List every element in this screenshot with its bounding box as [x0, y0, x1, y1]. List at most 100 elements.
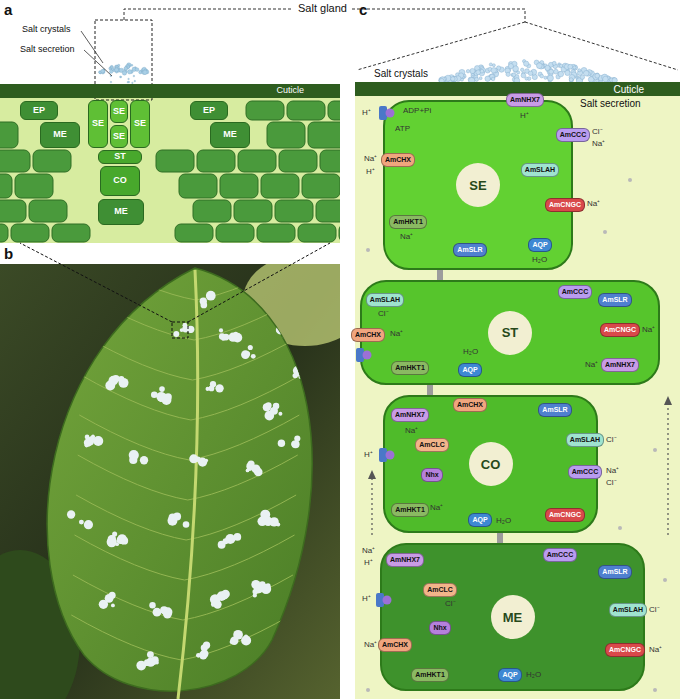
tissue-cell [316, 200, 340, 222]
salt-patch [146, 658, 155, 667]
salt-crystals-c [466, 69, 470, 73]
tissue-cell [267, 122, 305, 148]
zoom-marker [20, 243, 172, 322]
salt-patch [284, 326, 291, 333]
salt-patch [136, 661, 146, 671]
leaf-vein [196, 264, 306, 300]
leaf-vein [81, 375, 191, 420]
mesophyll-cell: MEAmNHX7AmCCCAmCLCAmSLRNhxAmSLAHAmCHXAmC… [380, 543, 645, 691]
salt-patch [298, 368, 302, 372]
salt-patch [278, 412, 282, 416]
salt-crystals-c [439, 60, 618, 84]
cell-label: CO [113, 176, 127, 186]
salt-crystals-c [474, 77, 478, 81]
salt-crystals-a [120, 76, 122, 78]
ion-dot [366, 688, 370, 692]
leaf-vein [76, 495, 186, 540]
salt-gland-pointer [124, 9, 292, 20]
transporter-name: AmNHX7 [510, 96, 540, 103]
salt-crystals-c [470, 68, 475, 73]
transporter-protein: AmSLR [598, 293, 631, 307]
leaf-photo [0, 264, 340, 699]
transporter-name: AmCLC [419, 441, 445, 448]
salt-crystals-c [491, 77, 495, 81]
callout-label: Salt secretion [580, 98, 641, 110]
tissue-cell [261, 174, 299, 198]
salt-patch [200, 302, 207, 309]
salt-patch [228, 333, 237, 342]
tissue-cell [298, 224, 336, 242]
cell-label: ME [223, 130, 237, 140]
salt-crystals-a [110, 65, 113, 68]
ion-label: Na⁺ [592, 139, 605, 148]
flow-arrow [667, 404, 668, 535]
salt-patch [254, 584, 264, 594]
salt-patch [276, 326, 285, 335]
ion-dot [366, 248, 370, 252]
salt-patch [173, 331, 179, 337]
transporter-protein: AQP [468, 513, 491, 527]
salt-patch [117, 534, 126, 543]
leaf-vein [191, 375, 301, 420]
salt-crystals-a [101, 69, 105, 73]
salt-crystals-c [476, 70, 481, 75]
transporter-protein: AmCHX [378, 638, 412, 652]
salt-patch [233, 630, 243, 640]
tissue-cell [234, 200, 272, 222]
transporter-name: AmSLAH [370, 296, 400, 303]
salt-crystals-c [451, 77, 455, 81]
transporter-protein: AmSLAH [566, 433, 604, 447]
salt-crystals-c [593, 73, 599, 79]
tissue-cell [0, 200, 26, 222]
ion-label: Na⁺ [362, 546, 375, 555]
cell-label: SE [113, 107, 125, 117]
salt-patch [159, 386, 165, 392]
tissue-cell [33, 150, 71, 172]
cuticle-band: Cuticle [0, 84, 340, 98]
panel-letter: a [4, 1, 12, 18]
secretory-cell: SEAmNHX7AmCCCAmSLAHAmCNGCAmCHXAmHKT1AmSL… [383, 100, 573, 270]
ion-label: Na⁺ [587, 199, 600, 208]
tissue-cell [275, 200, 313, 222]
leaf-vein [189, 415, 299, 460]
ion-label: Cl⁻ [606, 478, 617, 487]
salt-patch [283, 333, 288, 338]
flow-arrowhead [664, 396, 672, 405]
proton-pump [386, 109, 395, 118]
secretory-cell: SE [88, 100, 108, 148]
leaf-vein [183, 575, 293, 620]
salt-crystals-a [127, 66, 130, 69]
stalk-cell: STAmCCCAmSLAHAmSLRAmCHXAmCNGCAmHKT1AQPAm… [360, 280, 660, 385]
secretory-cell: SE [130, 100, 150, 148]
salt-patch [140, 456, 148, 464]
salt-patch [280, 326, 284, 330]
ion-dot [653, 448, 657, 452]
tissue-cell [15, 174, 53, 198]
transporter-protein: Nhx [429, 621, 450, 635]
transporter-name: AmCHX [385, 156, 411, 163]
leaf-vein [79, 415, 189, 460]
panel-c-ground [355, 82, 680, 699]
ion-dot [663, 578, 667, 582]
cell-label: SE [134, 119, 146, 129]
salt-crystals-c [580, 75, 584, 79]
salt-patch [251, 354, 256, 359]
salt-patch [278, 440, 285, 447]
salt-patch [291, 440, 299, 448]
transporter-name: AmCNGC [609, 646, 641, 653]
transporter-name: AmCCC [562, 288, 588, 295]
ion-label: Na⁺ [364, 154, 377, 163]
salt-crystals-a [110, 81, 112, 83]
salt-patch [294, 435, 300, 441]
transporter-protein: AmCCC [568, 465, 602, 479]
salt-crystals-a [143, 70, 148, 75]
salt-patch [105, 381, 115, 391]
salt-patch [257, 517, 267, 527]
leaf-vein [75, 535, 185, 580]
cell-label: SE [456, 163, 500, 207]
salt-crystals-c [552, 61, 556, 65]
transporter-protein: AmCHX [453, 398, 487, 412]
salt-crystals-c [479, 77, 482, 80]
salt-patch [129, 456, 137, 464]
salt-crystals-c [528, 71, 533, 76]
